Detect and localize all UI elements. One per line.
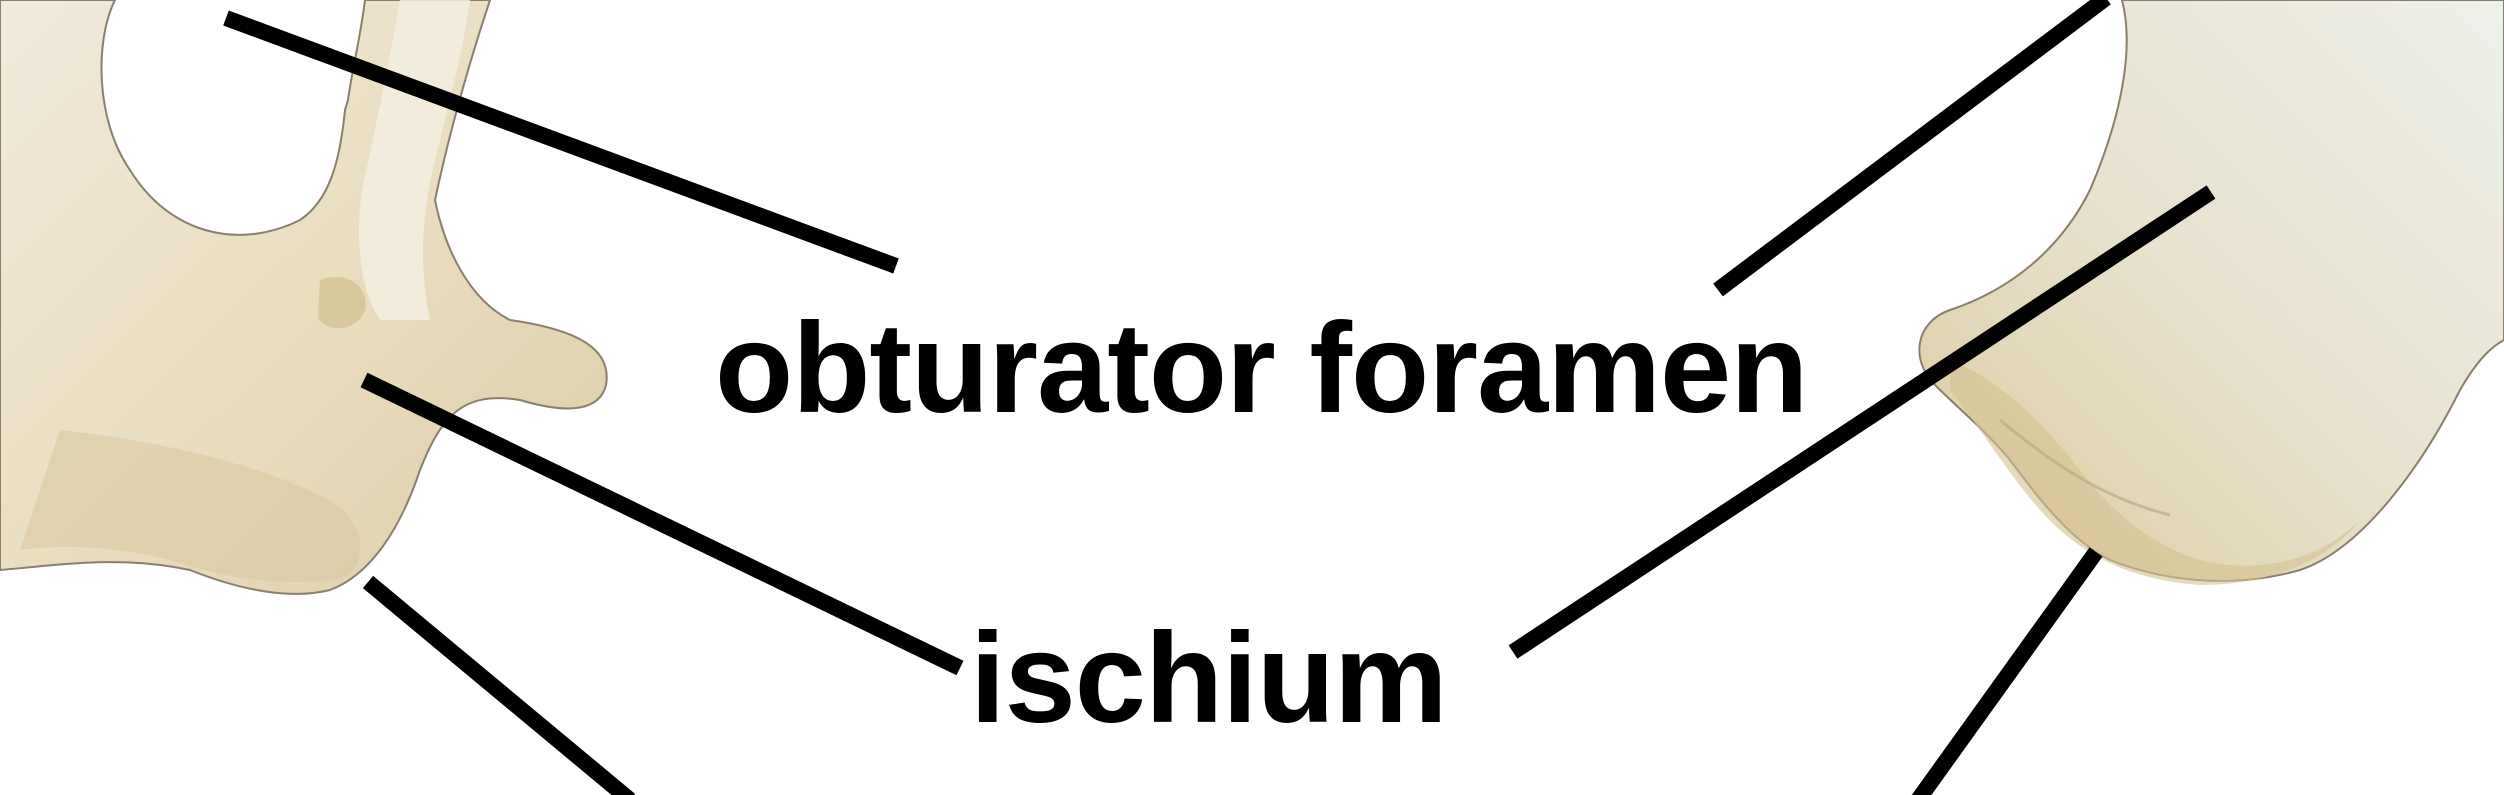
label-obturator-foramen: obturator foramen bbox=[715, 297, 1808, 440]
left-bone-tuberosity-shading bbox=[20, 430, 361, 583]
left-pelvic-bone bbox=[0, 0, 608, 595]
left-bone-spot bbox=[318, 276, 366, 329]
leader-line-lower-right bbox=[1911, 547, 2103, 795]
leader-line-obturator-right bbox=[1713, 0, 2111, 297]
leader-line-obturator-left bbox=[223, 10, 899, 274]
leader-line-ischium-right bbox=[1508, 185, 2216, 659]
leader-line-lower-left bbox=[362, 575, 636, 795]
right-bone-ridge bbox=[1999, 418, 2171, 517]
leader-lines bbox=[223, 0, 2216, 795]
leader-line-ischium-left bbox=[360, 372, 964, 676]
right-pelvic-bone bbox=[1918, 0, 2504, 585]
right-bone-body bbox=[1918, 0, 2504, 582]
right-bone-lower-shading bbox=[1950, 360, 2360, 585]
label-ischium: ischium bbox=[970, 607, 1448, 750]
